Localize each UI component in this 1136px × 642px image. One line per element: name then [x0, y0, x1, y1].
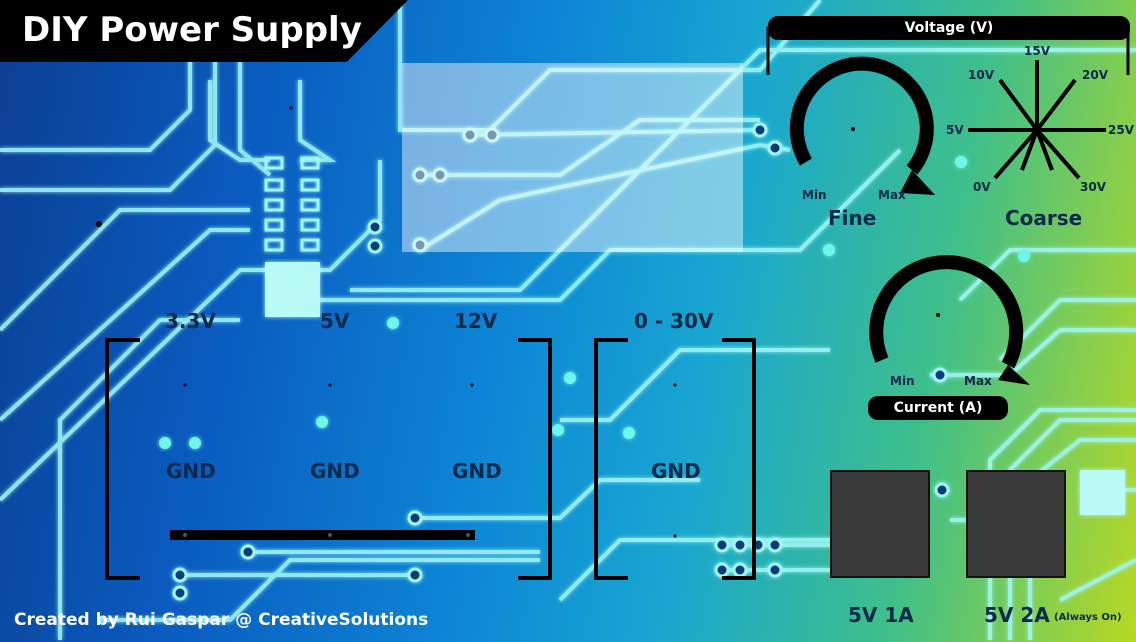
- current-knob-arc: [869, 255, 1024, 369]
- coarse-selector: [968, 60, 1106, 180]
- usb-port-1-label: 5V 1A: [848, 603, 914, 627]
- fine-min-label: Min: [802, 188, 827, 202]
- terminal-variable: [673, 383, 677, 387]
- usb-port-2-note: (Always On): [1054, 612, 1122, 623]
- title-band: [0, 0, 408, 62]
- coarse-tick-25v: 25V: [1108, 123, 1134, 137]
- variable-output-left-bracket: [594, 338, 628, 580]
- coarse-tick-30v: 30V: [1080, 180, 1106, 194]
- fixed-output-ground-bar: [170, 530, 475, 540]
- variable-gnd-label: GND: [651, 459, 701, 483]
- coarse-tick-10v: 10V: [968, 68, 994, 82]
- current-max-label: Max: [964, 374, 992, 388]
- fixed-output-right-bracket: [518, 338, 552, 580]
- gnd-label-1: GND: [166, 459, 216, 483]
- coarse-label: Coarse: [1005, 206, 1083, 230]
- coarse-tick-15v: 15V: [1024, 44, 1050, 58]
- current-min-label: Min: [890, 374, 915, 388]
- page-title: DIY Power Supply: [22, 10, 362, 50]
- terminal-5v: [328, 383, 332, 387]
- current-knob-center: [936, 313, 940, 317]
- fine-max-label: Max: [878, 188, 906, 202]
- gnd-label-2: GND: [310, 459, 360, 483]
- terminal-variable-gnd: [673, 534, 677, 538]
- gnd-label-3: GND: [452, 459, 502, 483]
- terminal-3v3: [183, 383, 187, 387]
- coarse-tick-20v: 20V: [1082, 68, 1108, 82]
- credit-footer: Created by Rui Gaspar @ CreativeSolution…: [14, 610, 429, 630]
- usb-port-2-label: 5V 2A: [984, 603, 1050, 627]
- output-5v-label: 5V: [320, 309, 350, 333]
- fixed-output-left-bracket: [105, 338, 140, 580]
- terminal-12v: [470, 383, 474, 387]
- variable-output-label: 0 - 30V: [634, 309, 714, 333]
- fine-knob-arc: [789, 56, 934, 175]
- output-12v-label: 12V: [454, 309, 498, 333]
- voltage-header: Voltage (V): [768, 16, 1130, 40]
- coarse-tick-5v: 5V: [946, 123, 964, 137]
- variable-output-right-bracket: [722, 338, 756, 580]
- fine-knob-center: [851, 127, 855, 131]
- coarse-tick-0v: 0V: [973, 180, 991, 194]
- fine-label: Fine: [828, 206, 877, 230]
- usb-port-1: [830, 470, 930, 578]
- usb-port-2: [966, 470, 1066, 578]
- output-3v3-label: 3.3V: [165, 309, 216, 333]
- current-label: Current (A): [868, 396, 1008, 420]
